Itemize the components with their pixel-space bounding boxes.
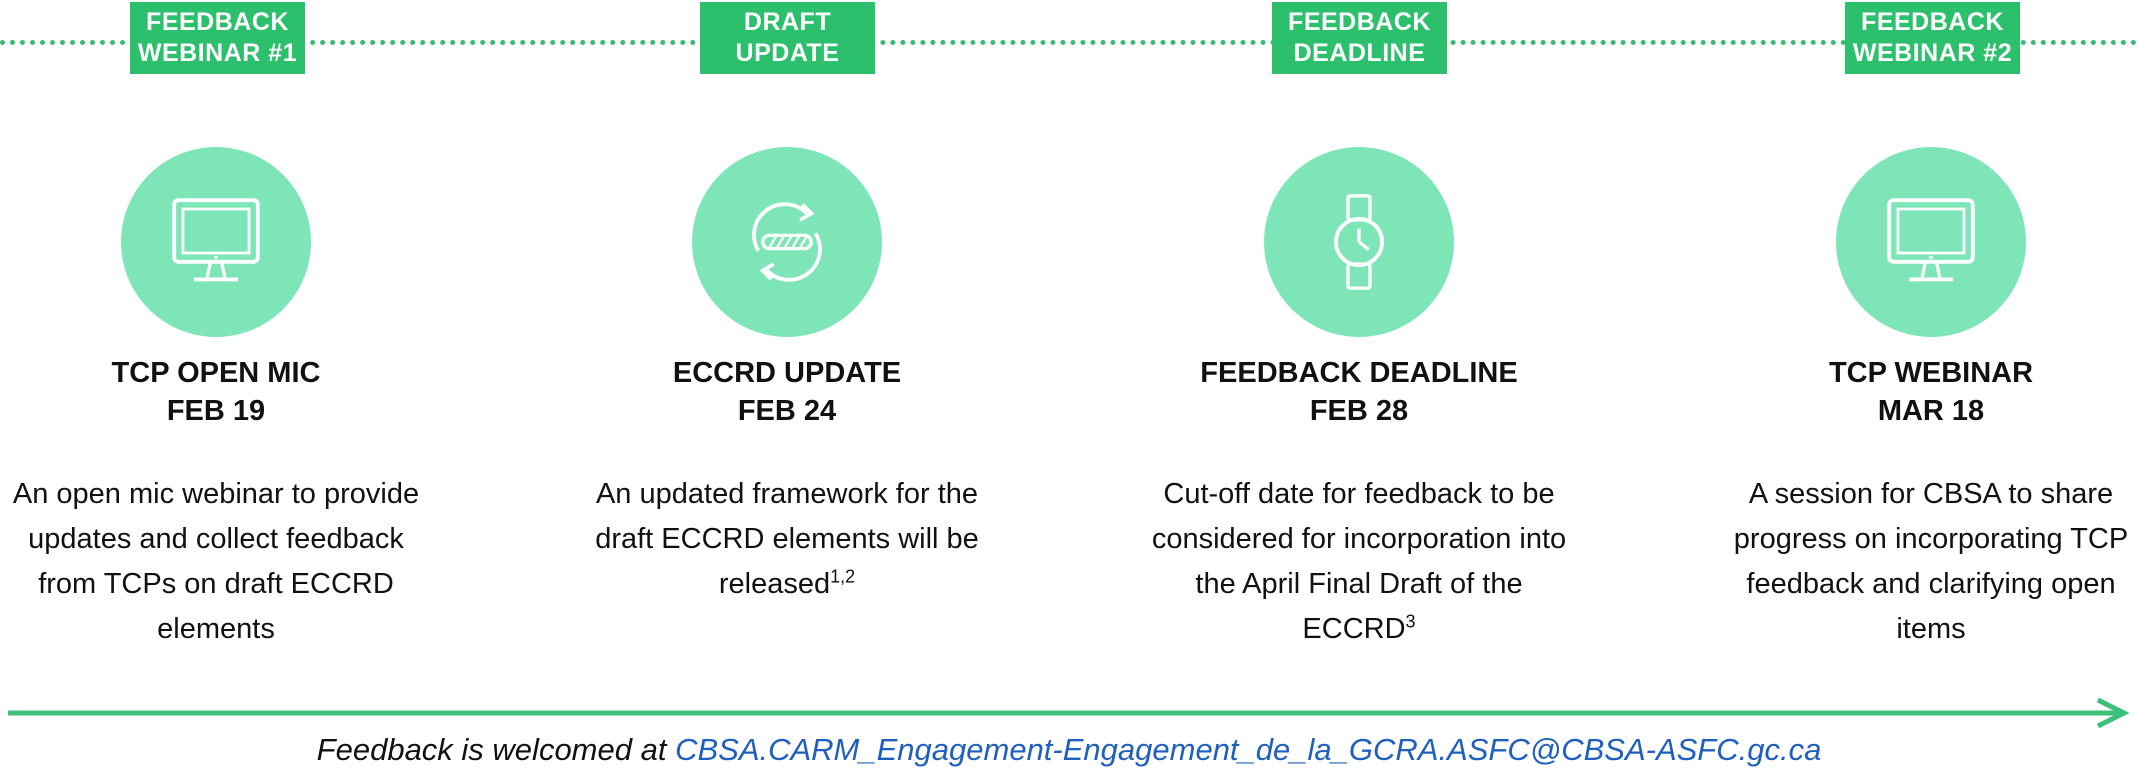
tag-line1: FEEDBACK xyxy=(1288,8,1431,36)
milestone-circle-2 xyxy=(692,147,882,337)
milestone-title-2: ECCRD UPDATE FEB 24 xyxy=(577,354,997,430)
refresh-progress-icon xyxy=(752,202,822,282)
milestone-description-3: Cut-off date for feedback to be consider… xyxy=(1149,472,1569,652)
tag-line2: DEADLINE xyxy=(1293,39,1426,67)
milestone-name: FEEDBACK DEADLINE xyxy=(1200,357,1518,389)
milestone-date: MAR 18 xyxy=(1877,395,1985,427)
milestone-name: TCP WEBINAR xyxy=(1828,357,2034,389)
milestone-date: FEB 28 xyxy=(1309,395,1409,427)
tag-feedback-webinar-2: FEEDBACK WEBINAR #2 xyxy=(1845,2,2020,74)
footer-prefix: Feedback is welcomed at xyxy=(316,732,676,767)
milestone-description-2: An updated framework for the draft ECCRD… xyxy=(577,472,997,607)
tag-feedback-webinar-1: FEEDBACK WEBINAR #1 xyxy=(130,2,305,74)
tag-draft-update: DRAFT UPDATE xyxy=(700,2,875,74)
watch-icon xyxy=(1333,194,1385,290)
monitor-icon xyxy=(172,198,260,282)
timeline-arrow xyxy=(8,697,2130,729)
timeline-dotted-line xyxy=(0,40,2138,45)
milestone-title-4: TCP WEBINAR MAR 18 xyxy=(1721,354,2138,430)
feedback-email-link[interactable]: CBSA.CARM_Engagement-Engagement_de_la_GC… xyxy=(675,732,1822,767)
milestone-title-1: TCP OPEN MIC FEB 19 xyxy=(6,354,426,430)
footnote-ref: 3 xyxy=(1405,611,1416,632)
milestone-circle-1 xyxy=(121,147,311,337)
tag-line1: DRAFT xyxy=(743,8,832,36)
description-text: An open mic webinar to provide updates a… xyxy=(12,478,420,645)
tag-feedback-deadline: FEEDBACK DEADLINE xyxy=(1272,2,1447,74)
tag-line1: FEEDBACK xyxy=(146,8,289,36)
description-text: An updated framework for the draft ECCRD… xyxy=(595,478,979,600)
milestone-name: TCP OPEN MIC xyxy=(111,357,321,389)
milestone-date: FEB 24 xyxy=(737,395,837,427)
milestone-name: ECCRD UPDATE xyxy=(672,357,902,389)
tag-line1: FEEDBACK xyxy=(1861,8,2004,36)
tag-line2: WEBINAR #2 xyxy=(1852,39,2013,67)
description-text: A session for CBSA to share progress on … xyxy=(1733,478,2129,645)
milestone-description-1: An open mic webinar to provide updates a… xyxy=(6,472,426,652)
tag-line2: WEBINAR #1 xyxy=(137,39,298,67)
monitor-icon xyxy=(1887,198,1975,282)
tag-line2: UPDATE xyxy=(735,39,840,67)
milestone-date: FEB 19 xyxy=(166,395,266,427)
milestone-title-3: FEEDBACK DEADLINE FEB 28 xyxy=(1149,354,1569,430)
description-text: Cut-off date for feedback to be consider… xyxy=(1151,478,1567,645)
milestone-circle-3 xyxy=(1264,147,1454,337)
footnote-ref: 1,2 xyxy=(830,566,856,587)
milestone-circle-4 xyxy=(1836,147,2026,337)
feedback-footer: Feedback is welcomed at CBSA.CARM_Engage… xyxy=(0,730,2138,770)
milestone-description-4: A session for CBSA to share progress on … xyxy=(1721,472,2138,652)
